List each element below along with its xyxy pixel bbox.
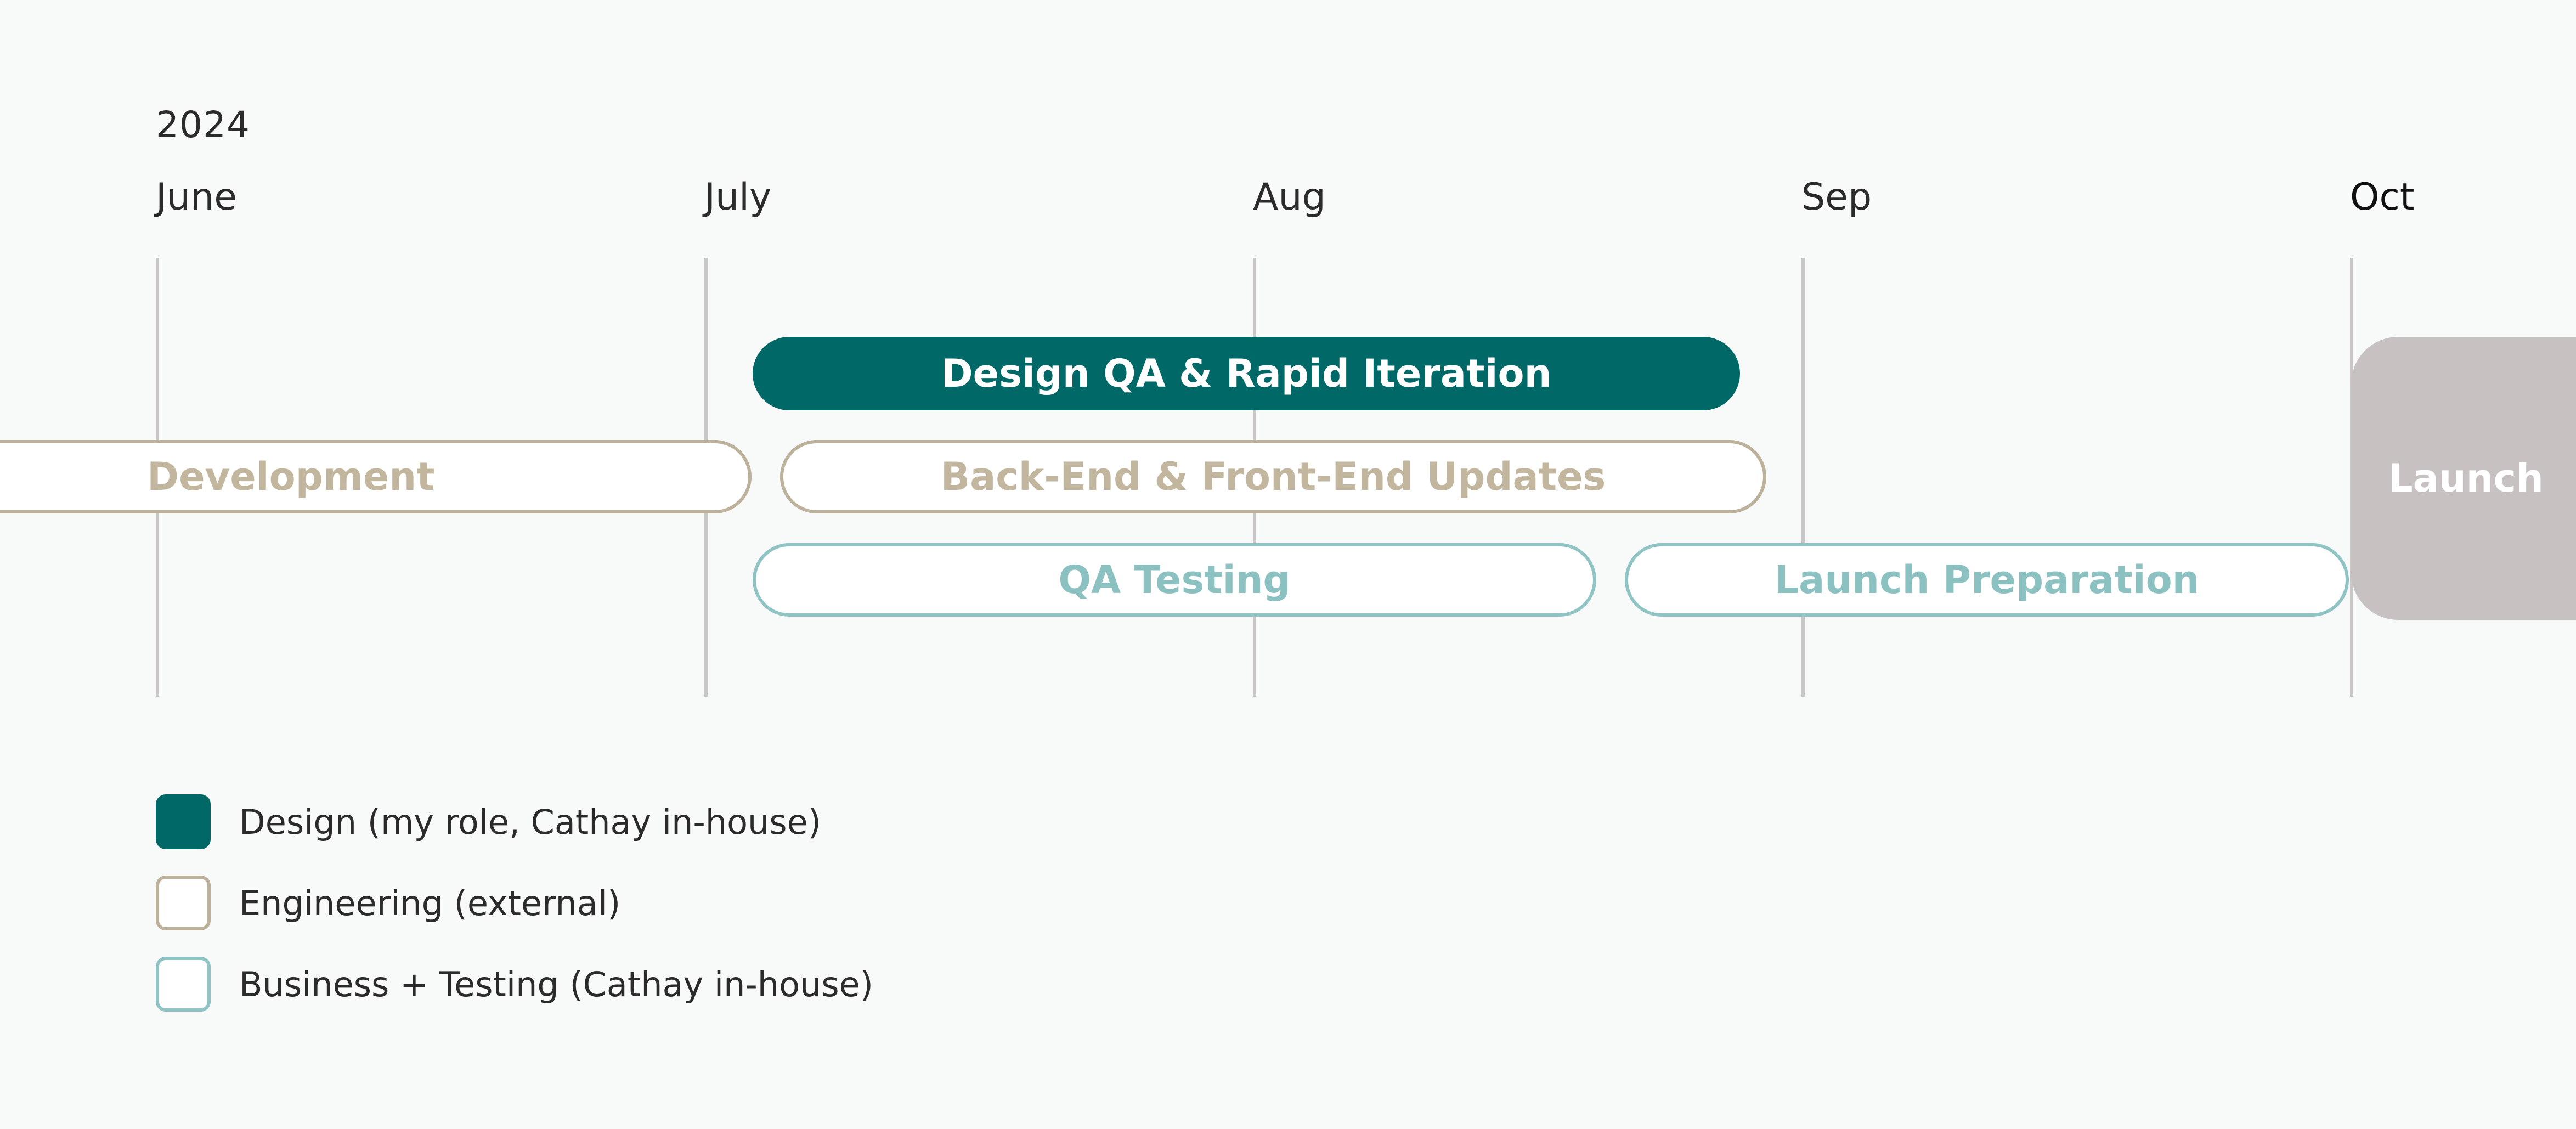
- bar-label: Development: [147, 454, 435, 499]
- legend-item-design: Design (my role, Cathay in-house): [156, 794, 821, 849]
- legend-item-engineering: Engineering (external): [156, 876, 620, 930]
- launch-label: Launch: [2388, 456, 2544, 501]
- legend-swatch-business-testing: [156, 957, 211, 1012]
- month-label-oct: Oct: [2350, 176, 2415, 219]
- bar-back-end-front-end-updates: Back-End & Front-End Updates: [780, 440, 1766, 513]
- bar-design-qa-rapid-iteration: Design QA & Rapid Iteration: [753, 337, 1740, 410]
- legend-item-business-testing: Business + Testing (Cathay in-house): [156, 957, 873, 1012]
- month-label-sep: Sep: [1801, 176, 1872, 219]
- bar-label: Back-End & Front-End Updates: [940, 454, 1606, 499]
- month-label-aug: Aug: [1253, 176, 1326, 219]
- gridline-sep: [1801, 258, 1805, 697]
- launch-block: Launch: [2351, 337, 2576, 620]
- month-label-july: July: [704, 176, 772, 219]
- bar-label: Launch Preparation: [1774, 557, 2200, 602]
- bar-development: Development: [0, 440, 752, 513]
- bar-label: QA Testing: [1058, 557, 1291, 602]
- legend-label-design: Design (my role, Cathay in-house): [239, 801, 821, 842]
- bar-label: Design QA & Rapid Iteration: [941, 351, 1552, 396]
- legend-swatch-design: [156, 794, 211, 849]
- bar-qa-testing: QA Testing: [753, 543, 1596, 617]
- legend-label-engineering: Engineering (external): [239, 883, 621, 923]
- bar-launch-preparation: Launch Preparation: [1625, 543, 2349, 617]
- legend-label-business-testing: Business + Testing (Cathay in-house): [239, 964, 873, 1004]
- legend-swatch-engineering: [156, 876, 211, 930]
- year-label: 2024: [156, 104, 250, 146]
- month-label-june: June: [156, 176, 238, 219]
